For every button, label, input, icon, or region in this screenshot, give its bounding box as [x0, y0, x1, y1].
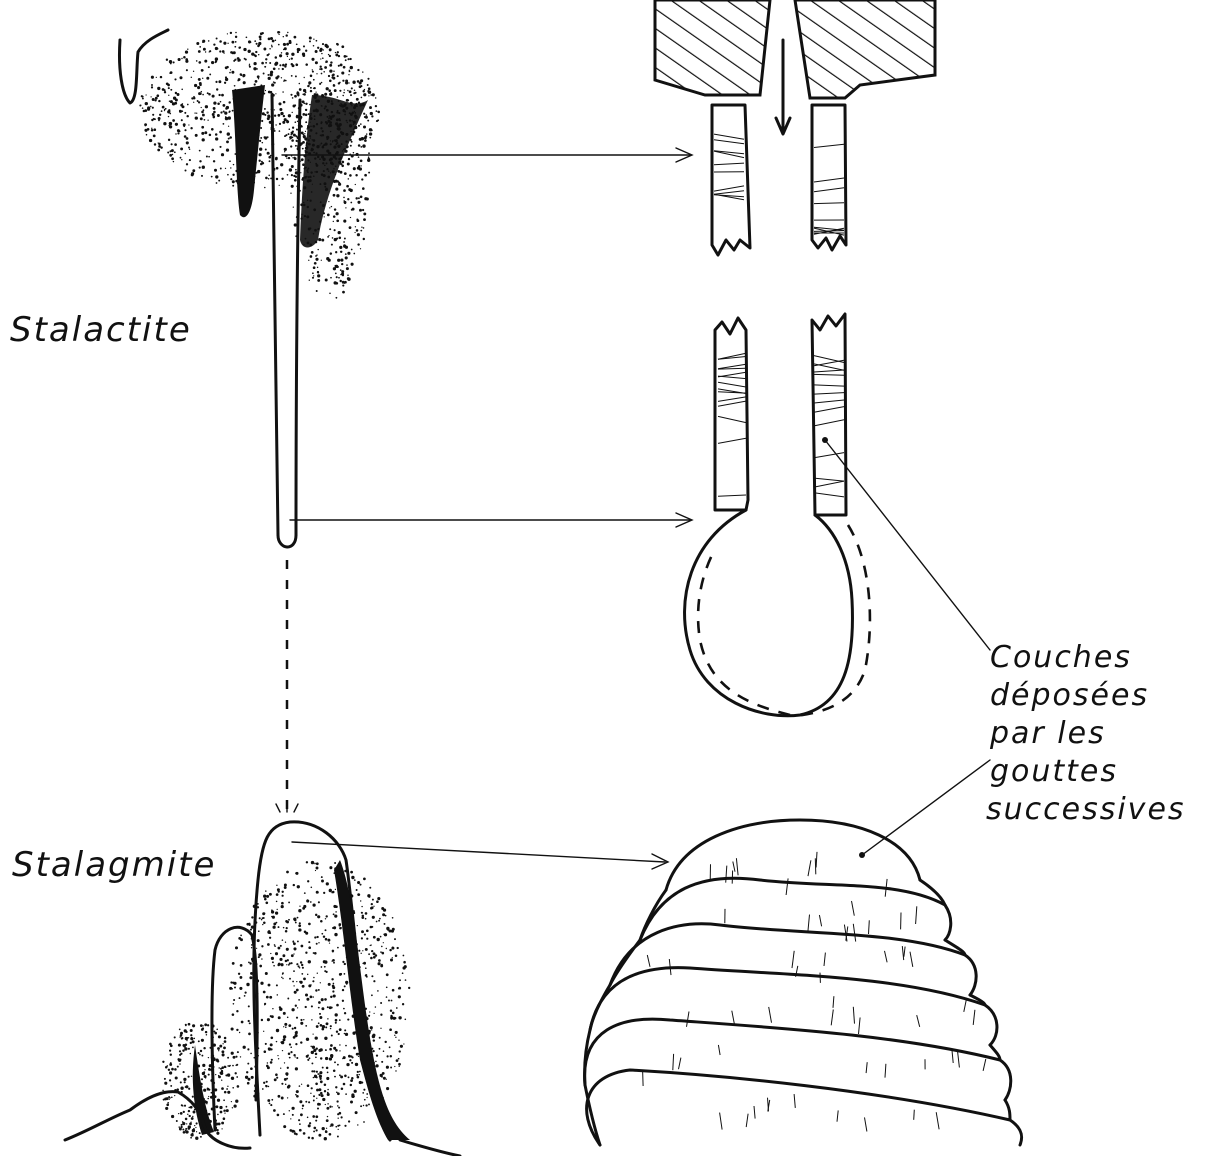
stalagmite-cross-section [585, 820, 1022, 1145]
stalagmite-shadow [334, 860, 410, 1140]
couches-label-line-3: par les [990, 718, 1106, 749]
rock-right [795, 0, 935, 98]
layer-1 [666, 820, 920, 890]
splash-marks [276, 802, 298, 812]
stalactite-drop [278, 535, 296, 547]
stalactite-left-edge [272, 95, 278, 535]
ground-right [400, 1140, 460, 1156]
layer-5 [585, 1019, 1011, 1100]
couches-label-line-4: gouttes [990, 756, 1118, 787]
lower-wall-left [715, 318, 748, 510]
stalactite-arrows [282, 148, 692, 527]
stalactite-sketch [119, 30, 379, 547]
stalactite-shadow [300, 95, 368, 248]
water-drop [685, 510, 853, 716]
ground-left [65, 1092, 250, 1149]
stalactite-label: Stalactite [10, 310, 192, 350]
upper-wall-texture [714, 134, 844, 235]
ceiling-curl [119, 30, 168, 103]
upper-wall-left [712, 105, 750, 255]
layers-left-edge [585, 890, 666, 1145]
layer-4 [590, 968, 997, 1045]
couches-label-line-1: Couches [990, 642, 1132, 673]
layer-6 [587, 1070, 1022, 1145]
ceiling-stipple [139, 31, 380, 299]
lower-wall-texture [718, 353, 844, 497]
couches-label-line-2: déposées [990, 680, 1149, 711]
couches-label-line-5: successives [986, 794, 1186, 825]
short-stalactite [232, 85, 265, 217]
stalactite-right-edge [296, 100, 300, 535]
lower-wall-right [812, 314, 846, 515]
stalagmite-label: Stalagmite [12, 845, 216, 885]
stalactite-cross-section [655, 0, 935, 716]
rock-left [655, 0, 770, 95]
